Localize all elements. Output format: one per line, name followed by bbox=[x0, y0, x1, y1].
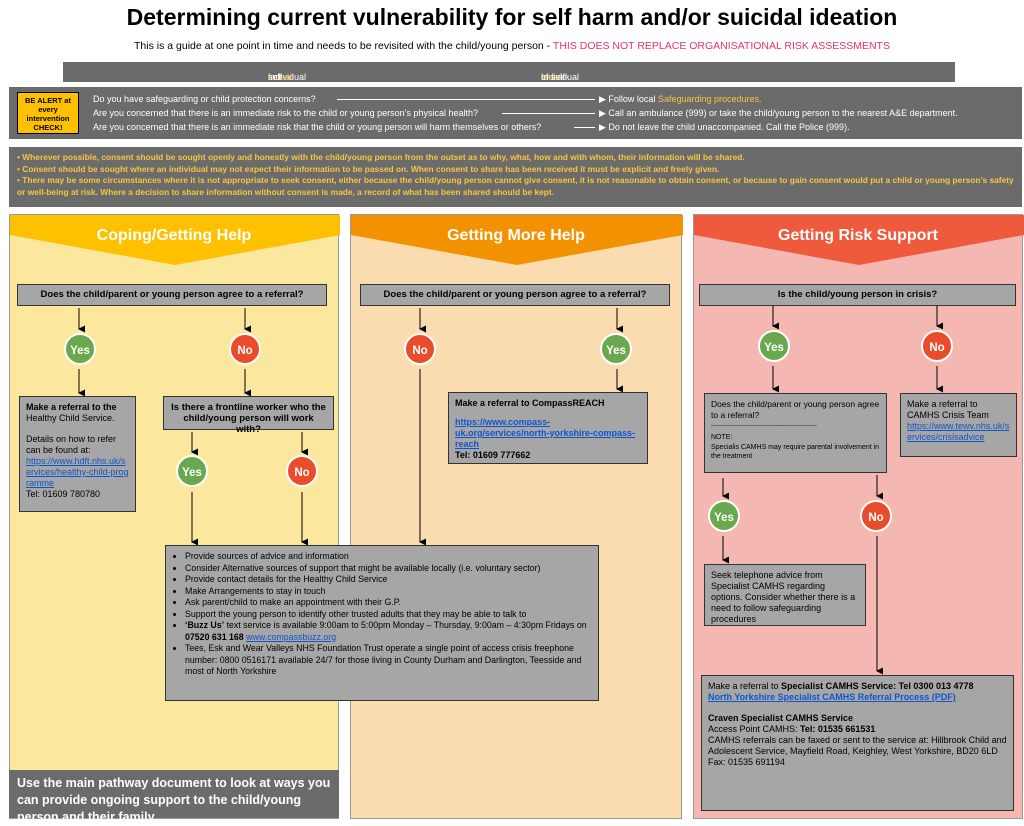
alert-arrow-3 bbox=[574, 127, 595, 128]
subtitle-warning: THIS DOES NOT REPLACE ORGANISATIONAL RIS… bbox=[552, 40, 890, 52]
frontline-yes: Yes bbox=[176, 455, 208, 487]
support-item: Support the young person to identify oth… bbox=[185, 609, 592, 621]
consent-guidance: • Wherever possible, consent should be s… bbox=[9, 147, 1022, 207]
bottom-note: Use the main pathway document to look at… bbox=[9, 770, 339, 824]
risk-header: Getting Risk Support bbox=[778, 227, 938, 244]
alert-answer-3: ▶ Do not leave the child unaccompanied. … bbox=[599, 122, 850, 132]
consent-point-3: • There may be some circumstances where … bbox=[17, 175, 1014, 197]
compass-reach-link[interactable]: https://www.compass-uk.org/services/nort… bbox=[455, 417, 636, 449]
coping-header-chevron bbox=[10, 215, 340, 265]
risk-header-chevron bbox=[694, 215, 1024, 265]
crisis-team-referral-box: Make a referral to CAMHS Crisis Team htt… bbox=[900, 393, 1017, 457]
crisis-team-link[interactable]: https://www.tewv.nhs.uk/services/crisisa… bbox=[907, 421, 1010, 442]
healthy-child-referral-box: Make a referral to the Healthy Child Ser… bbox=[19, 396, 136, 512]
agree-no: No bbox=[860, 500, 892, 532]
more-help-referral-question: Does the child/parent or young person ag… bbox=[360, 284, 670, 306]
buzz-us-link[interactable]: www.compassbuzz.org bbox=[246, 631, 337, 642]
healthy-child-link[interactable]: https://www.hdft.nhs.uk/services/healthy… bbox=[26, 456, 129, 488]
tees-esk-item: Tees, Esk and Wear Valleys NHS Foundatio… bbox=[185, 643, 592, 678]
column-coping: Coping/Getting Help Does the child/paren… bbox=[9, 214, 340, 819]
alert-arrow-1 bbox=[337, 99, 595, 100]
crisis-no: No bbox=[921, 330, 953, 362]
coping-no: No bbox=[229, 333, 261, 365]
more-help-no: No bbox=[404, 333, 436, 365]
column-more-help: Getting More Help Does the child/parent … bbox=[350, 214, 683, 819]
coping-header: Coping/Getting Help bbox=[96, 227, 252, 244]
support-options-box: Provide sources of advice and informatio… bbox=[165, 545, 599, 701]
telephone-advice-box: Seek telephone advice from Specialist CA… bbox=[704, 564, 866, 626]
agree-yes: Yes bbox=[708, 500, 740, 532]
crisis-question: Is the child/young person in crisis? bbox=[699, 284, 1016, 306]
consent-point-1: • Wherever possible, consent should be s… bbox=[17, 152, 745, 162]
alert-question-2: Are you concerned that there is an immed… bbox=[93, 108, 479, 118]
crisis-yes: Yes bbox=[758, 330, 790, 362]
alert-question-3: Are you concerned that there is an immed… bbox=[93, 122, 542, 132]
frontline-no: No bbox=[286, 455, 318, 487]
frontline-worker-question: Is there a frontline worker who the chil… bbox=[163, 396, 334, 435]
specialist-camhs-referral-box: Make a referral to Specialist CAMHS Serv… bbox=[701, 675, 1014, 811]
subtitle: This is a guide at one point in time and… bbox=[0, 40, 1024, 52]
consent-point-2: • Consent should be sought where an indi… bbox=[17, 163, 720, 174]
more-help-header: Getting More Help bbox=[447, 227, 585, 244]
coping-referral-question: Does the child/parent or young person ag… bbox=[17, 284, 327, 306]
support-list: Provide sources of advice and informatio… bbox=[172, 551, 592, 678]
be-alert-badge: BE ALERT at every intervention CHECK! bbox=[17, 92, 79, 134]
more-help-yes: Yes bbox=[600, 333, 632, 365]
support-item: Provide sources of advice and informatio… bbox=[185, 551, 592, 563]
alert-check-bar: BE ALERT at every intervention CHECK! Do… bbox=[9, 87, 1022, 139]
buzz-us-item: ‘Buzz Us’ text service is available 9:00… bbox=[185, 620, 592, 643]
support-item: Provide contact details for the Healthy … bbox=[185, 574, 592, 586]
alert-answer-1: ▶ Follow local Safeguarding procedures. bbox=[599, 94, 762, 104]
page-title: Determining current vulnerability for se… bbox=[126, 4, 898, 30]
subtitle-text: This is a guide at one point in time and… bbox=[134, 40, 551, 52]
support-item: Make Arrangements to stay in touch bbox=[185, 586, 592, 598]
agree-referral-box: Does the child/parent or young person ag… bbox=[704, 393, 887, 473]
specialist-camhs-link[interactable]: North Yorkshire Specialist CAMHS Referra… bbox=[708, 692, 956, 702]
compass-reach-referral-box: Make a referral to CompassREACH https://… bbox=[448, 392, 648, 464]
column-risk-support: Getting Risk Support Is the child/young … bbox=[693, 214, 1024, 819]
alert-question-1: Do you have safeguarding or child protec… bbox=[93, 94, 316, 104]
support-item: Ask parent/child to make an appointment … bbox=[185, 597, 592, 609]
alert-answer-2: ▶ Call an ambulance (999) or take the ch… bbox=[599, 108, 958, 118]
coping-yes: Yes bbox=[64, 333, 96, 365]
alert-arrow-2 bbox=[502, 113, 595, 114]
support-item: Consider Alternative sources of support … bbox=[185, 563, 592, 575]
more-help-header-chevron bbox=[351, 215, 683, 265]
